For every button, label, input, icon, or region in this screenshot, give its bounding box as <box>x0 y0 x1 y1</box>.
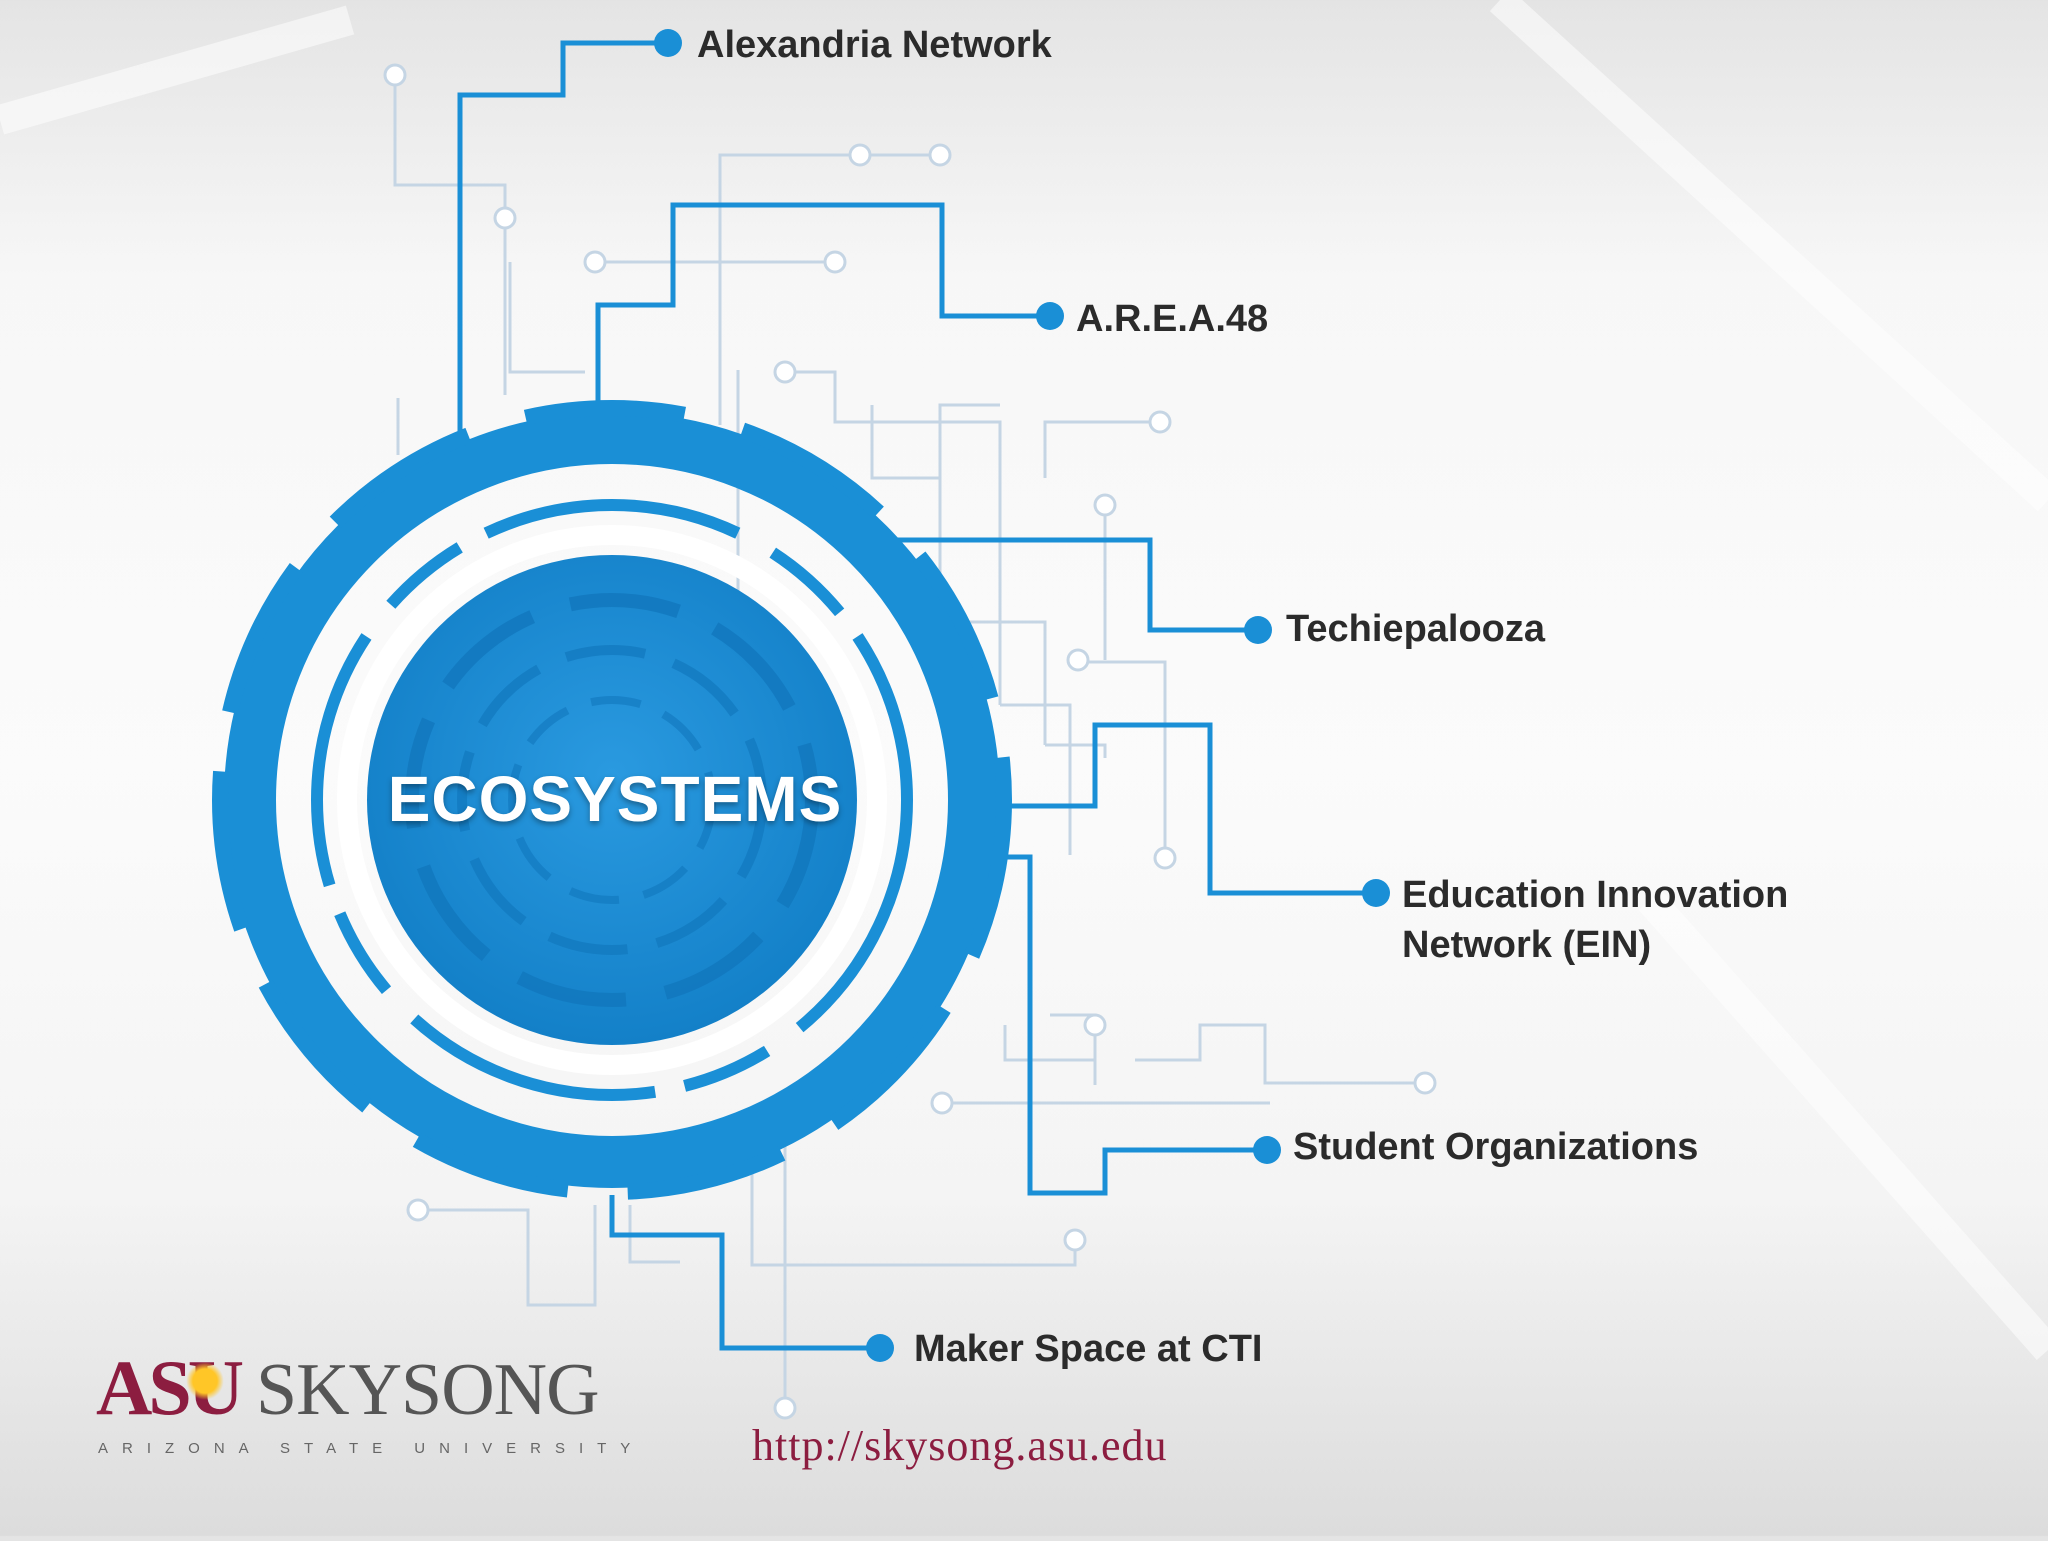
connector-alexandria <box>457 40 668 460</box>
asu-subtitle: ARIZONA STATE UNIVERSITY <box>98 1440 645 1457</box>
node-label-ein-line1: Education Innovation <box>1402 874 1789 916</box>
node-label-techiepalooza: Techiepalooza <box>1286 608 1546 650</box>
hub-core-pattern-3 <box>508 696 716 904</box>
hub-middle-ring <box>311 499 913 1101</box>
hub-core <box>367 555 857 1045</box>
light-circuit-nodes <box>383 63 1437 1420</box>
hub-outer-ring <box>224 412 1000 1188</box>
node-label-alexandria-network: Alexandria Network <box>697 24 1052 66</box>
connector-student-orgs <box>985 854 1267 1196</box>
node-label-maker-space: Maker Space at CTI <box>914 1328 1263 1370</box>
connector-ein <box>985 722 1376 896</box>
skysong-wordmark: SKYSONG <box>256 1349 600 1431</box>
asu-skysong-logo: ASU SKYSONG ARIZONA STATE UNIVERSITY <box>96 1348 630 1468</box>
hub-white-band <box>337 525 887 1075</box>
website-url[interactable]: http://skysong.asu.edu <box>752 1421 1168 1470</box>
connector-maker-space <box>609 1195 880 1351</box>
ecosystems-hub <box>212 400 1012 1200</box>
hub-core-pattern-1 <box>405 593 819 1007</box>
connector-endpoints <box>654 29 1390 1362</box>
connector-techiepalooza <box>875 537 1258 633</box>
center-label: ECOSYSTEMS <box>387 763 843 835</box>
connector-lines <box>457 40 1376 1351</box>
hub-core-pattern-2 <box>457 645 767 955</box>
background-pattern <box>0 0 2048 1350</box>
node-label-student-organizations: Student Organizations <box>1293 1126 1699 1168</box>
hub-outer-notches <box>212 400 1012 1200</box>
connector-area48 <box>595 202 1050 410</box>
node-label-ein-line2: Network (EIN) <box>1402 924 1652 966</box>
sun-icon <box>186 1362 224 1400</box>
node-label-area48: A.R.E.A.48 <box>1076 298 1269 340</box>
light-circuit-traces <box>393 75 1425 1405</box>
